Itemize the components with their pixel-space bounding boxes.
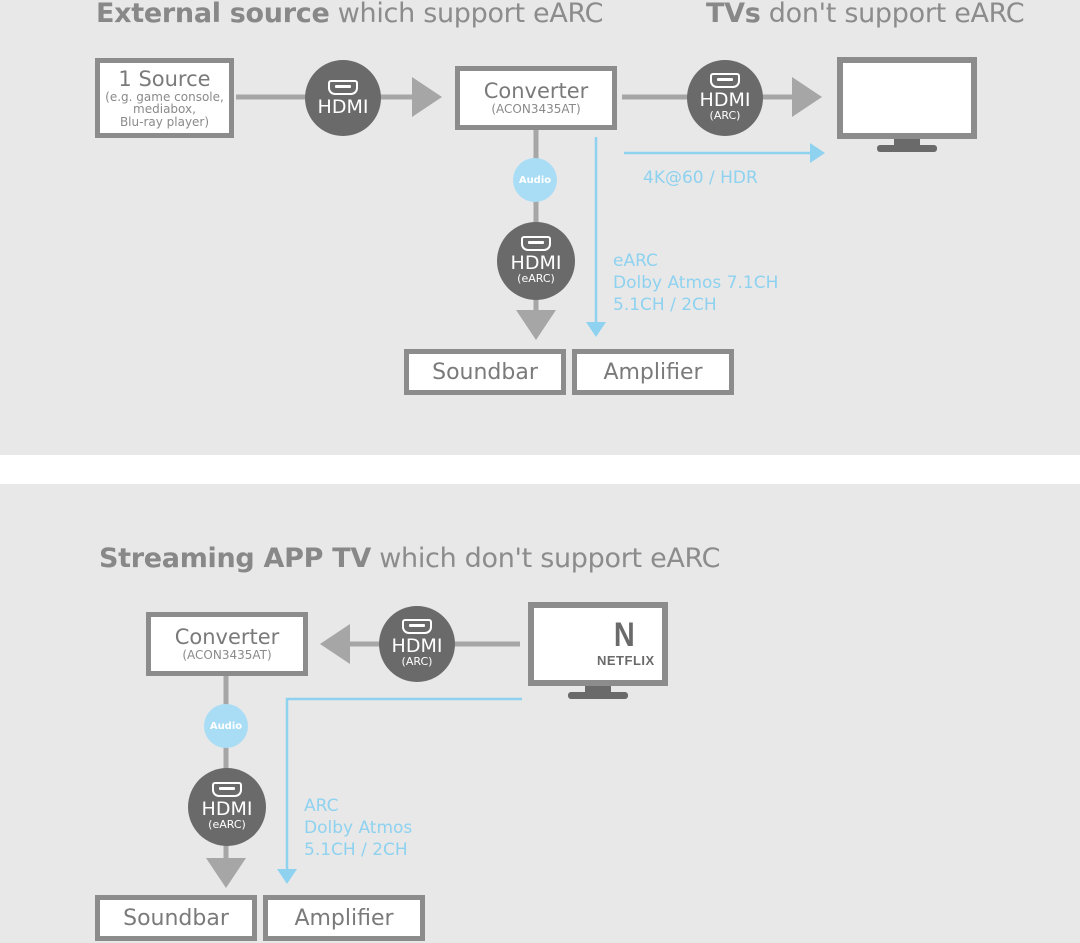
audio-note: ARC Dolby Atmos 5.1CH / 2CH: [304, 795, 412, 861]
panel-external-source: External source which support eARC TVs d…: [0, 0, 1080, 455]
panel2-title: Streaming APP TV which don't support eAR…: [99, 543, 721, 574]
hdmi-in-circle: HDMI: [305, 60, 381, 136]
converter-box: Converter (ACON3435AT): [146, 612, 308, 676]
hdmi-arc-sub: (ARC): [401, 655, 433, 669]
hdmi-earc-sub: (eARC): [517, 272, 555, 286]
audio-signal-arrow: [277, 697, 522, 884]
audio-note-line-3: 5.1CH / 2CH: [304, 840, 408, 860]
converter-label: Converter: [174, 625, 280, 650]
hdmi-arc-circle: HDMI (ARC): [379, 606, 455, 682]
netflix-logo-letter: N: [613, 616, 635, 654]
hdmi-earc-circle: HDMI (eARC): [188, 768, 266, 846]
converter-model: (ACON3435AT): [182, 648, 272, 663]
title-right-rest: don't support eARC: [768, 0, 1025, 29]
hdmi-earc-sub: (eARC): [208, 818, 246, 832]
source-label: 1 Source: [118, 66, 211, 91]
title-left-rest: which support eARC: [337, 0, 604, 29]
hdmi-arc-label: HDMI: [699, 89, 751, 112]
title-right-bold: TVs: [706, 0, 761, 29]
panel1-title-left: External source which support eARC: [96, 0, 604, 29]
hdmi-arc-sub: (ARC): [709, 109, 741, 123]
amplifier-label: Amplifier: [294, 905, 394, 931]
audio-note-line-3: 5.1CH / 2CH: [613, 295, 717, 315]
hdmi-port-icon: [402, 619, 432, 635]
hdmi-in-label: HDMI: [317, 95, 369, 118]
amplifier-box: Amplifier: [263, 895, 425, 941]
hdmi-port-icon: [710, 73, 740, 89]
hdmi-port-icon: [212, 782, 242, 798]
source-sub-2: mediabox,: [133, 102, 196, 117]
video-note: 4K@60 / HDR: [643, 168, 758, 188]
amplifier-label: Amplifier: [603, 359, 703, 385]
amplifier-box: Amplifier: [572, 349, 734, 395]
audio-note-line-2: Dolby Atmos: [304, 818, 413, 838]
panel1-title-right: TVs don't support eARC: [706, 0, 1025, 29]
hdmi-arc-circle: HDMI (ARC): [687, 60, 763, 136]
source-box: 1 Source (e.g. game console, mediabox, B…: [95, 58, 234, 138]
soundbar-box: Soundbar: [95, 895, 257, 941]
panel-streaming-tv: Streaming APP TV which don't support eAR…: [0, 484, 1080, 943]
audio-note-line-1: ARC: [304, 796, 339, 816]
source-sub-1: (e.g. game console,: [105, 89, 224, 104]
panel1-connectors: [236, 57, 977, 340]
tv-monitor-icon: [528, 602, 668, 699]
audio-note: eARC Dolby Atmos 7.1CH 5.1CH / 2CH: [613, 250, 778, 316]
soundbar-label: Soundbar: [123, 905, 229, 931]
audio-note-line-2: Dolby Atmos 7.1CH: [613, 273, 779, 293]
converter-model: (ACON3435AT): [491, 102, 581, 117]
hdmi-earc-circle: HDMI (eARC): [497, 222, 575, 300]
title-bold: Streaming APP TV: [99, 543, 371, 574]
netflix-logo-word: NETFLIX: [597, 653, 655, 668]
title-rest: which don't support eARC: [379, 543, 721, 574]
audio-note-line-1: eARC: [613, 251, 658, 271]
audio-badge: Audio: [513, 158, 557, 202]
soundbar-box: Soundbar: [404, 349, 566, 395]
hdmi-earc-label: HDMI: [510, 252, 562, 275]
source-sub-3: Blu-ray player): [119, 114, 210, 129]
converter-box: Converter (ACON3435AT): [455, 66, 617, 130]
hdmi-port-icon: [521, 236, 551, 252]
hdmi-port-icon: [328, 79, 358, 95]
converter-label: Converter: [483, 79, 589, 104]
hdmi-earc-label: HDMI: [201, 798, 253, 821]
title-left-bold: External source: [96, 0, 330, 29]
audio-badge: Audio: [204, 704, 248, 748]
tv-monitor-icon: [837, 57, 977, 152]
hdmi-arc-label: HDMI: [391, 635, 443, 658]
soundbar-label: Soundbar: [432, 359, 538, 385]
